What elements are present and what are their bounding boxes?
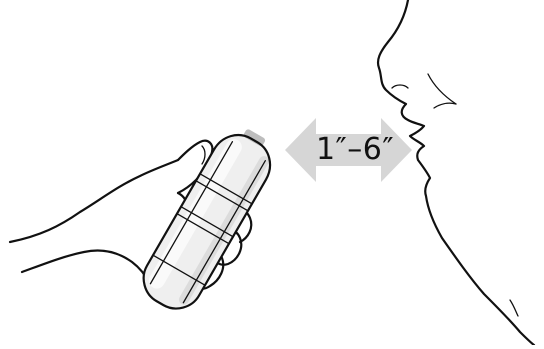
breath-tester-device-icon bbox=[134, 119, 283, 318]
distance-label: 1″–6″ bbox=[300, 132, 410, 168]
face-profile-icon bbox=[378, 0, 534, 345]
